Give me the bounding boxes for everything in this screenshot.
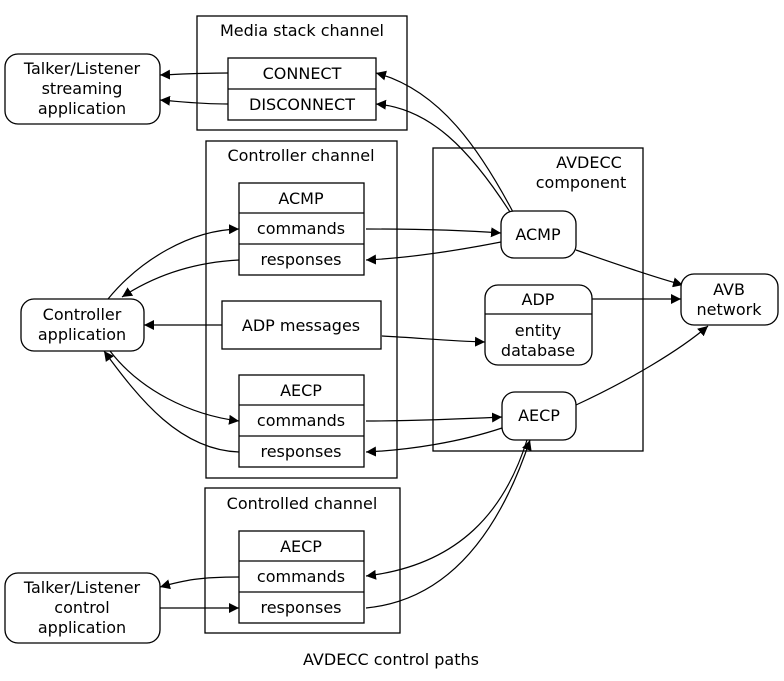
avb-network-line1: AVB xyxy=(713,280,745,299)
controller-acmp-record: ACMP commands responses xyxy=(238,182,365,276)
aecp-component-node: AECP xyxy=(501,391,577,441)
aecp-component-label: AECP xyxy=(518,406,560,425)
edge-aecp-commands-to-aecp xyxy=(365,412,503,423)
edge-adp-messages-adp xyxy=(371,330,486,347)
controller-cluster: Controller channel xyxy=(205,140,398,479)
talker-streaming-line2: streaming xyxy=(42,79,123,98)
talker-control-line3: application xyxy=(38,618,126,637)
controlled-aecp-title: AECP xyxy=(280,537,322,556)
edge-connect-to-streaming xyxy=(159,69,229,80)
media-record: CONNECT DISCONNECT xyxy=(227,57,377,121)
controller-acmp-commands: commands xyxy=(257,219,345,238)
talker-control-line2: control xyxy=(54,598,109,617)
adp-messages-label: ADP messages xyxy=(242,316,360,335)
adp-component-title: ADP xyxy=(522,290,555,309)
edge-aecp-to-controlled-commands xyxy=(365,439,528,580)
controller-acmp-title: ACMP xyxy=(278,189,324,208)
edge-acmp-responses-to-controller xyxy=(121,259,240,298)
controller-aecp-responses: responses xyxy=(260,442,341,461)
edge-controlled-responses-to-aecp xyxy=(365,439,532,609)
controlled-cluster: Controlled channel xyxy=(204,487,401,634)
adp-component-body-line1: entity xyxy=(515,321,561,340)
controller-acmp-responses: responses xyxy=(260,250,341,269)
edge-acmp-commands-to-acmp xyxy=(365,227,502,238)
controller-aecp-commands: commands xyxy=(257,411,345,430)
controlled-aecp-commands: commands xyxy=(257,567,345,586)
edge-controller-to-aecp-commands xyxy=(109,350,240,425)
edge-disconnect-to-streaming xyxy=(159,95,229,106)
acmp-component-label: ACMP xyxy=(515,225,561,244)
avdecc-cluster-label-line2: component xyxy=(536,173,627,192)
avdecc-cluster-label-line1: AVDECC xyxy=(556,153,622,172)
controlled-aecp-responses: responses xyxy=(260,598,341,617)
talker-streaming-line1: Talker/Listener xyxy=(23,59,141,78)
talker-control-line1: Talker/Listener xyxy=(23,578,141,597)
edge-acmp-to-disconnect xyxy=(375,99,511,213)
disconnect-field: DISCONNECT xyxy=(249,95,355,114)
talker-streaming-line3: application xyxy=(38,99,126,118)
edge-aecp-to-aecp-responses xyxy=(365,427,503,457)
edge-controlled-commands-to-talker xyxy=(159,576,240,590)
controller-aecp-record: AECP commands responses xyxy=(238,374,365,468)
controlled-aecp-record: AECP commands responses xyxy=(238,530,365,624)
adp-component-node: ADP entity database xyxy=(484,284,593,366)
edge-acmp-avb xyxy=(564,241,684,288)
edge-aecp-responses-to-controller xyxy=(103,350,240,453)
controller-app-line1: Controller xyxy=(43,305,122,324)
controller-application-node: Controller application xyxy=(20,298,145,352)
connect-field: CONNECT xyxy=(263,64,342,83)
edge-acmp-to-connect xyxy=(375,70,514,213)
edge-controller-to-acmp-commands xyxy=(107,224,240,300)
controlled-cluster-label: Controlled channel xyxy=(227,494,378,513)
edge-acmp-to-acmp-responses xyxy=(365,241,502,265)
controller-cluster-label: Controller channel xyxy=(227,146,374,165)
edge-aecp-avb xyxy=(564,325,709,414)
edges xyxy=(103,69,709,613)
controller-app-line2: application xyxy=(38,325,126,344)
talker-streaming-node: Talker/Listener streaming application xyxy=(4,53,161,125)
controller-aecp-title: AECP xyxy=(280,381,322,400)
talker-control-node: Talker/Listener control application xyxy=(4,572,161,644)
adp-component-body-line2: database xyxy=(501,341,575,360)
adp-messages-node: ADP messages xyxy=(221,300,382,350)
diagram-caption: AVDECC control paths xyxy=(303,650,479,669)
media-stack-cluster-label: Media stack channel xyxy=(220,21,384,40)
avb-network-line2: network xyxy=(697,300,763,319)
acmp-component-node: ACMP xyxy=(500,210,577,259)
avb-network-node: AVB network xyxy=(680,273,779,326)
